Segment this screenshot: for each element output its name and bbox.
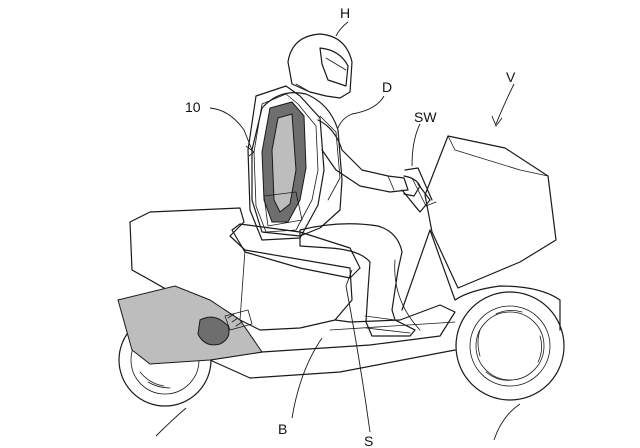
label-d: D bbox=[382, 79, 392, 95]
arrow-v bbox=[491, 115, 503, 127]
handlebar bbox=[404, 167, 437, 207]
leader-h bbox=[335, 21, 349, 37]
label-b: B bbox=[278, 421, 287, 437]
label-10: 10 bbox=[185, 99, 201, 115]
rear-swingarm bbox=[117, 285, 263, 365]
leader-10 bbox=[209, 107, 253, 151]
front-cowl bbox=[424, 135, 557, 289]
leader-sw bbox=[411, 123, 421, 167]
label-v: V bbox=[506, 69, 516, 85]
leader-v bbox=[495, 83, 515, 125]
airbag-vest bbox=[247, 85, 341, 241]
rider-arm bbox=[317, 119, 431, 213]
helmet bbox=[287, 33, 353, 99]
leader-lines bbox=[155, 21, 521, 441]
rider-legs bbox=[299, 223, 416, 337]
leader-s bbox=[345, 269, 371, 433]
leader-d bbox=[337, 95, 385, 129]
label-h: H bbox=[340, 5, 350, 21]
underbody bbox=[209, 304, 456, 379]
label-sw: SW bbox=[414, 109, 437, 125]
leader-front-wheel bbox=[493, 403, 521, 441]
front-wheel bbox=[455, 291, 565, 401]
arrow-10 bbox=[245, 145, 255, 157]
leader-rear-wheel bbox=[155, 407, 187, 437]
rider-torso bbox=[251, 92, 343, 237]
label-s: S bbox=[364, 433, 373, 448]
leader-b bbox=[291, 337, 323, 419]
